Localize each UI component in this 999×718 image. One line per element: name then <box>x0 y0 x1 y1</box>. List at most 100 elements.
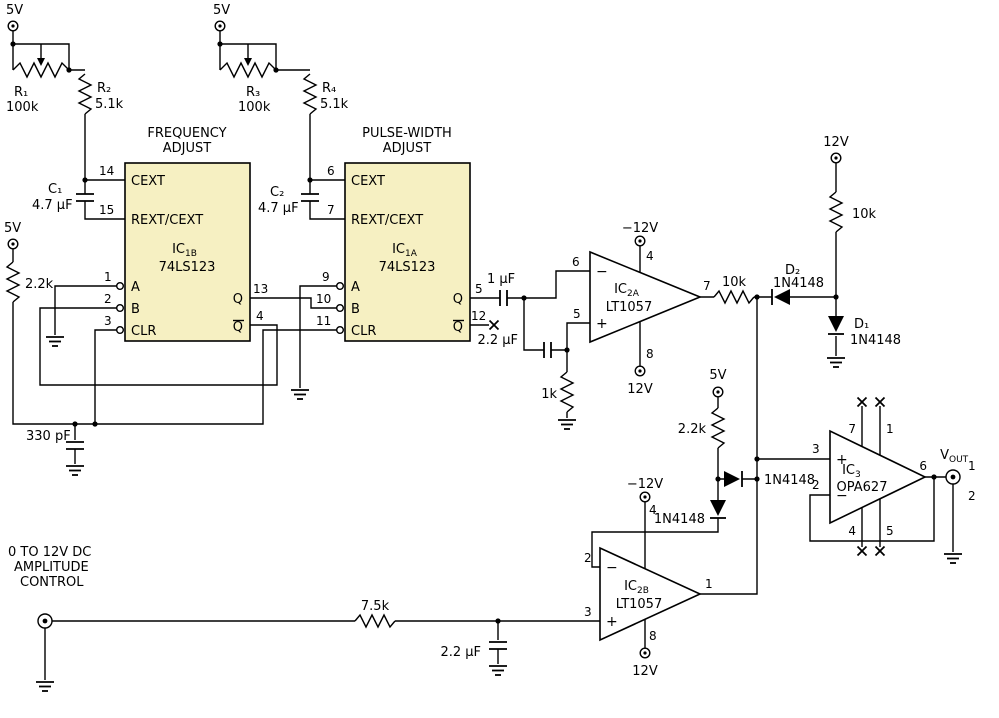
ic2b-ref-sub: 2B <box>637 586 649 596</box>
ic1a-pin-q: Q <box>453 292 463 307</box>
terminal-5v-pw <box>214 20 226 32</box>
ic2a-ref-sub: 2A <box>627 289 640 299</box>
label-r3: R₃ <box>246 85 260 100</box>
junction-dot <box>564 347 570 353</box>
diode-d2 <box>771 289 790 305</box>
pin-num-12: 12 <box>471 309 486 323</box>
block-clamp: D₂ 1N4148 12V 10k D₁ 1N4148 <box>700 135 901 595</box>
ic1a-part: 74LS123 <box>379 260 436 275</box>
ic1a-pin-a: A <box>351 280 360 295</box>
ic1a-body <box>344 162 471 342</box>
ic1b-ref-sub: 1B <box>185 249 197 259</box>
junction-dot <box>754 456 760 462</box>
ic3-pin-minus: 2 <box>812 478 820 492</box>
label-1k: 1k <box>541 387 557 402</box>
capacitor-2p2uf-input <box>489 641 507 650</box>
ic1a-pin-clr: CLR <box>351 324 376 339</box>
wire-plus-net <box>523 298 590 418</box>
pin-circle <box>115 282 125 290</box>
resistor-10k-series <box>713 290 755 304</box>
label-diode-horizontal: 1N4148 <box>764 473 815 488</box>
amp-label-3: CONTROL <box>20 575 84 590</box>
label-10k-rail: 10k <box>852 207 877 222</box>
vout-jack <box>945 469 961 485</box>
supply-5v-freq: 5V <box>6 3 23 18</box>
wire-reset-net <box>12 302 337 464</box>
junction-dot <box>217 41 223 47</box>
ic3-pin-plus: 3 <box>812 442 820 456</box>
no-connect-x <box>856 396 868 408</box>
label-2p2uf-ac: 2.2 µF <box>477 333 518 348</box>
ic2a-pin-out: 7 <box>703 279 711 293</box>
ground-symbol <box>557 419 577 430</box>
terminal-plus12-ic2a <box>634 365 646 377</box>
heading-pulsewidth-1: PULSE-WIDTH <box>362 126 452 141</box>
label-minus12-ic2a: −12V <box>622 221 658 236</box>
diode-horizontal <box>724 471 743 487</box>
label-r2-value: 5.1k <box>95 97 124 112</box>
capacitor-330pf <box>66 441 84 450</box>
junction-dot <box>833 294 839 300</box>
label-7p5k: 7.5k <box>361 599 390 614</box>
pot-r1 <box>10 31 72 79</box>
ic2b-pin-vneg: 4 <box>649 503 657 517</box>
junction-dot <box>82 177 88 183</box>
resistor-1k <box>560 371 574 413</box>
ground-symbol <box>943 553 963 564</box>
no-connect-x <box>488 319 500 331</box>
resistor-7p5k <box>354 614 396 628</box>
ic1b-pin-cext: CEXT <box>131 174 165 189</box>
ic3-ref-sub: 3 <box>855 470 861 480</box>
junction-dot <box>72 421 78 427</box>
label-plus12-ic2a: 12V <box>627 382 653 397</box>
wire-unused-pins <box>861 406 881 547</box>
ic3-pin-nc1: 1 <box>886 422 894 436</box>
vout-label-sub: OUT <box>949 455 969 465</box>
terminal-5v-clamp <box>712 386 724 398</box>
ic2a-body <box>589 250 703 344</box>
terminal-5v-freq <box>7 20 19 32</box>
ic3-pin-nc5: 5 <box>886 524 894 538</box>
pin-circle <box>115 304 125 312</box>
ic1b-body <box>124 162 251 342</box>
pin-num-11: 11 <box>316 314 331 328</box>
resistor-2p2k-amp <box>711 407 725 449</box>
ic3-pin-nc4: 4 <box>848 524 856 538</box>
vout-pin-1: 1 <box>968 459 976 473</box>
pin-num-9: 9 <box>322 270 330 284</box>
ic2a-ref: IC <box>614 282 627 297</box>
pin-num-13: 13 <box>253 282 268 296</box>
ic1a-pin-qbar: Q <box>453 320 463 335</box>
vout-label: V <box>940 448 949 463</box>
wire-b-feedback <box>39 307 278 386</box>
ic1b-pin-qbar: Q <box>233 320 243 335</box>
junction-dot <box>92 421 98 427</box>
vout-pin-2: 2 <box>968 489 976 503</box>
no-connect-x <box>856 545 868 557</box>
label-d1-value: 1N4148 <box>850 333 901 348</box>
label-diode-vertical: 1N4148 <box>654 512 705 527</box>
capacitor-2p2uf-ac <box>543 342 552 358</box>
ground-symbol <box>35 681 55 692</box>
ground-symbol <box>826 357 846 368</box>
ic1b-pin-rext: REXT/CEXT <box>131 213 203 228</box>
terminal-minus12-ic2a <box>634 235 646 247</box>
label-d1: D₁ <box>854 317 869 332</box>
ic2b-ref: IC <box>624 579 637 594</box>
pin-circle <box>336 304 344 312</box>
amp-label-1: 0 TO 12V DC <box>8 545 91 560</box>
label-c1-value: 4.7 µF <box>32 198 73 213</box>
label-2p2uf-input: 2.2 µF <box>440 645 481 660</box>
junction-dot <box>931 474 937 480</box>
ic2a-pin-vneg: 4 <box>646 249 654 263</box>
pin-num-3: 3 <box>104 314 112 328</box>
wire-runner <box>700 297 758 595</box>
label-r3-value: 100k <box>238 100 271 115</box>
label-10k-series: 10k <box>722 275 747 290</box>
pin-num-7: 7 <box>327 203 335 217</box>
pin-circle <box>115 326 125 334</box>
ic2b-part: LT1057 <box>616 597 662 612</box>
wire-a9-ground <box>299 285 337 388</box>
ic3-pin-nc7: 7 <box>848 422 856 436</box>
